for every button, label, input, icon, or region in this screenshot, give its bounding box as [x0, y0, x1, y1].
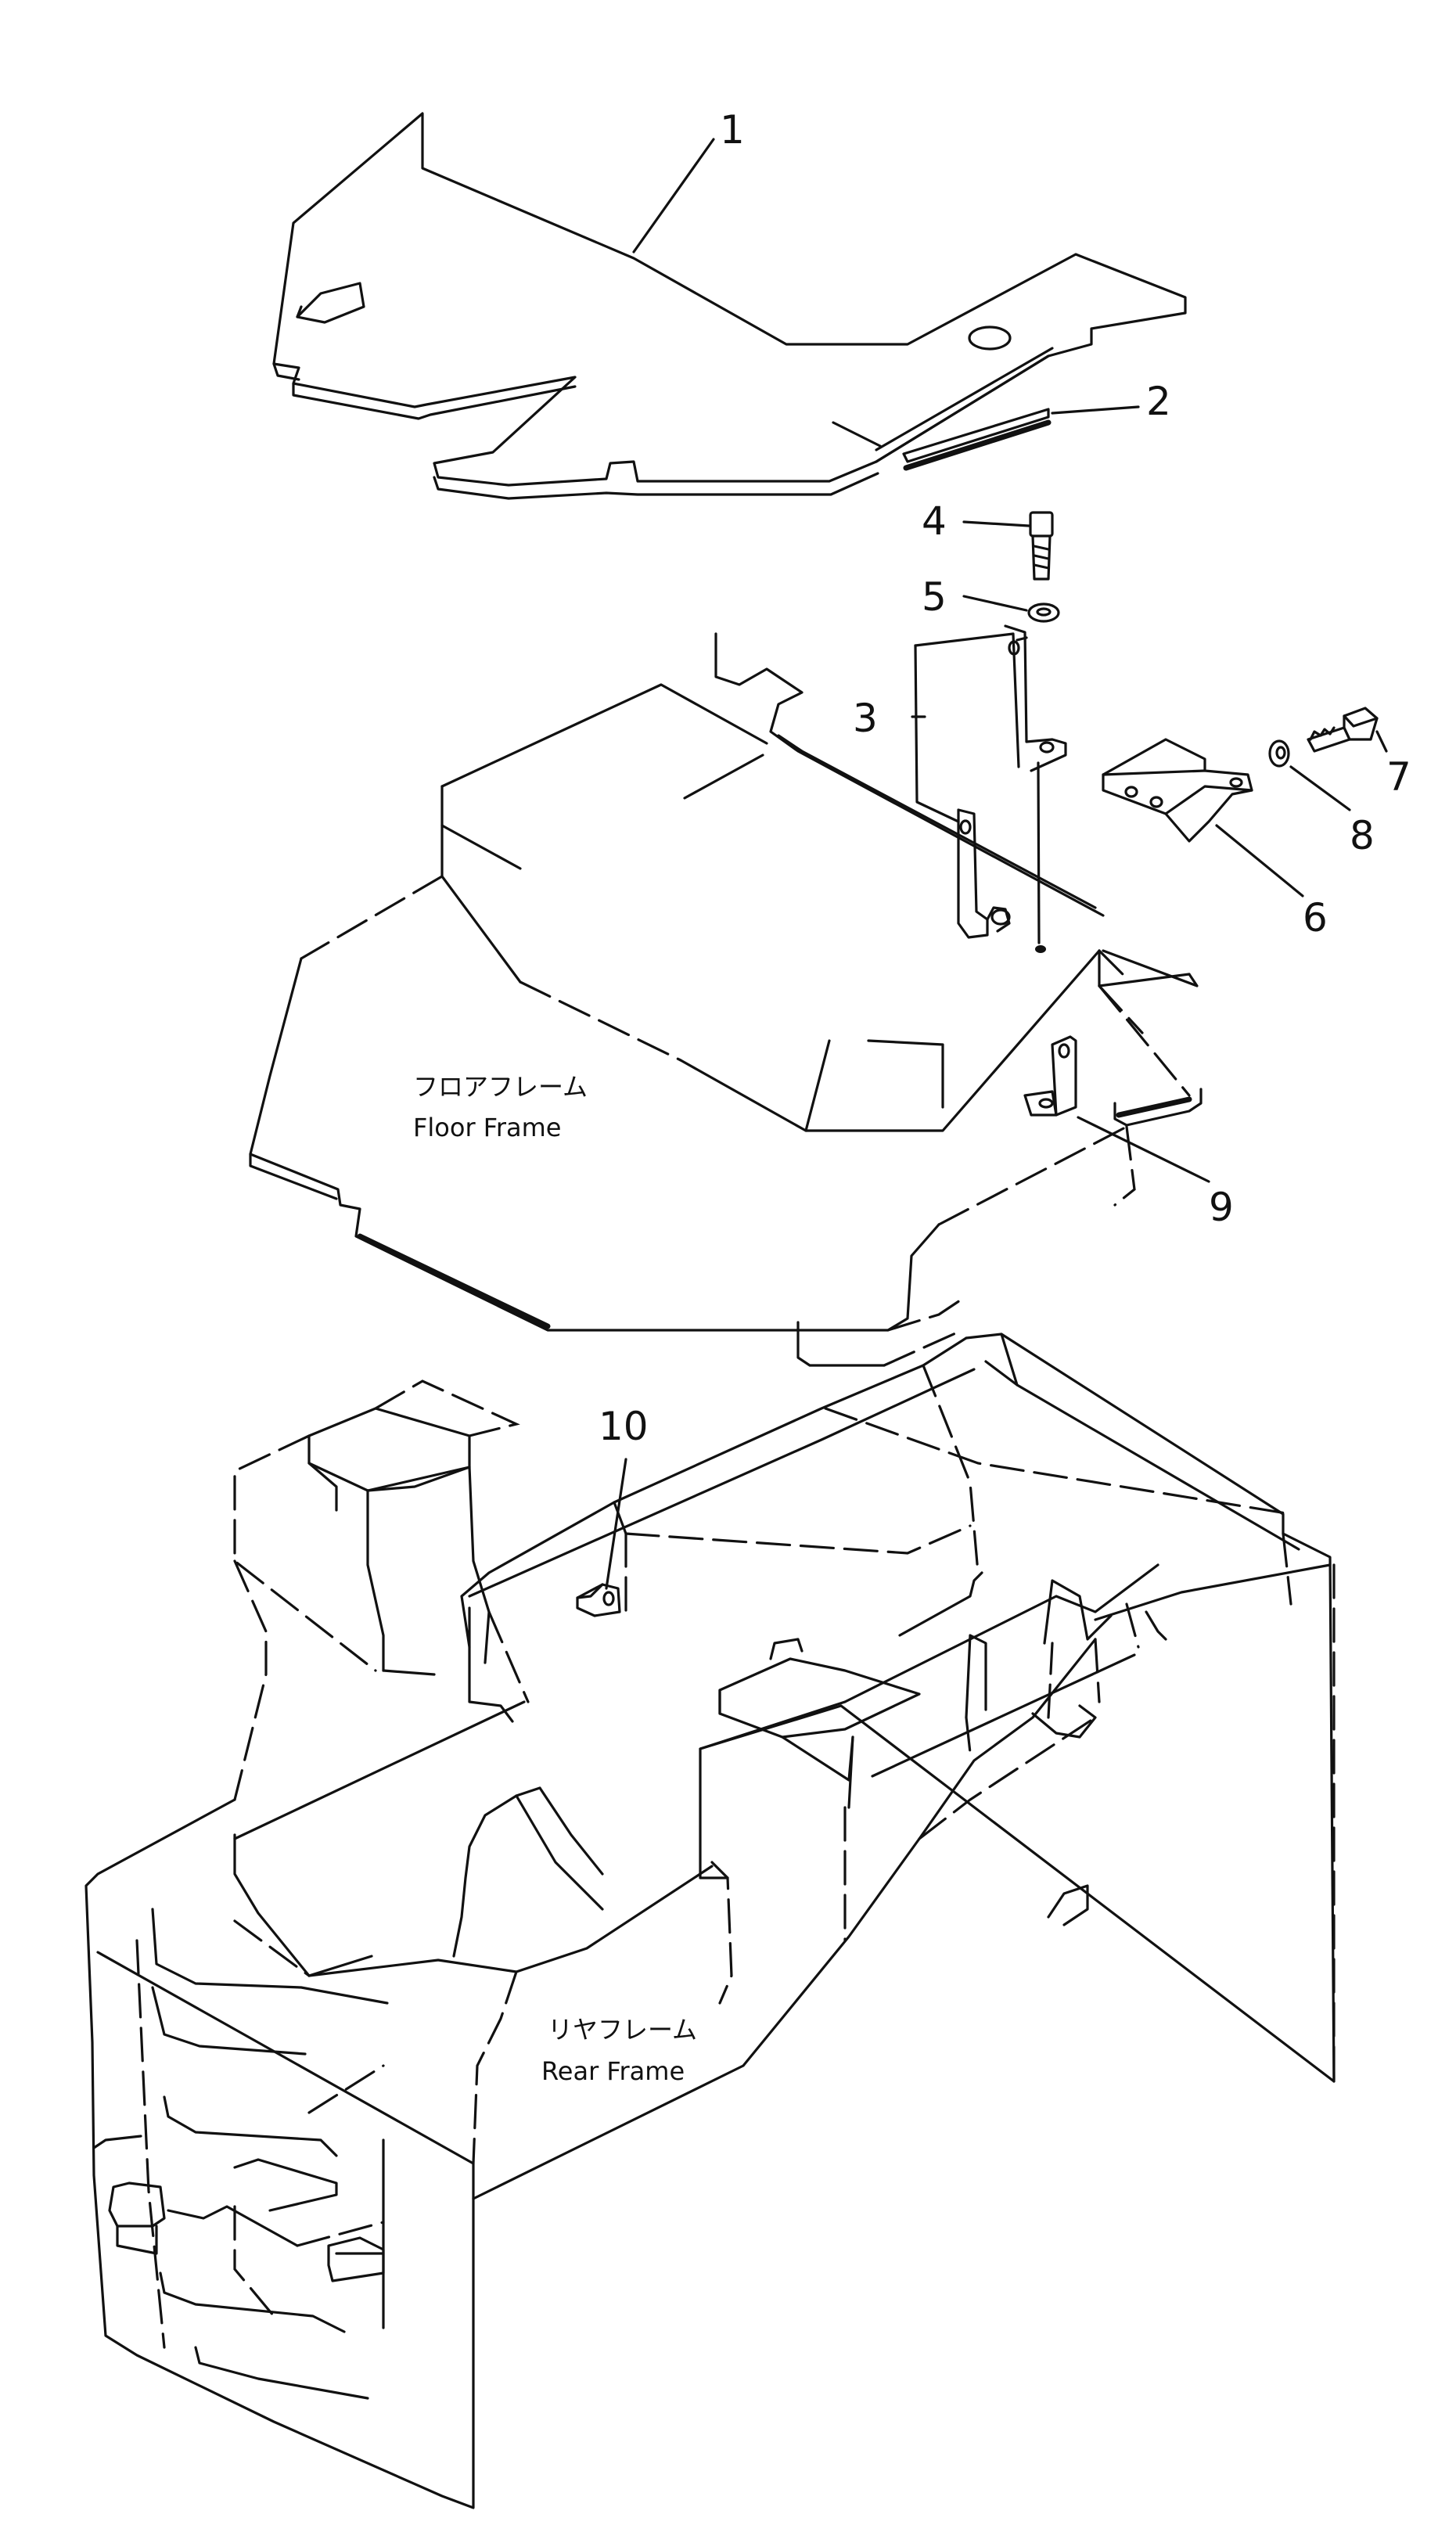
callout-5: 5: [922, 574, 947, 620]
callout-8: 8: [1350, 813, 1375, 858]
callout-10: 10: [599, 1404, 649, 1449]
part-10-clip: [576, 1583, 621, 1617]
rear-frame: [84, 1333, 1336, 2509]
callout-numbers: 1 2 3 4 5 6 7 8 9 10: [599, 107, 1411, 1449]
callout-7: 7: [1386, 754, 1411, 800]
callout-2: 2: [1146, 379, 1171, 424]
part-4-bolt: [1029, 511, 1054, 581]
callout-4: 4: [922, 498, 947, 544]
rear-frame-label-jp: リヤフレーム: [548, 2015, 697, 2045]
part-7-bolt: [1307, 707, 1379, 753]
callout-3: 3: [853, 696, 878, 741]
part-5-washer: [1027, 602, 1060, 623]
part-2-pad: [902, 408, 1052, 471]
part-1-floor-plate: [272, 112, 1187, 500]
part-6-bracket: [1102, 738, 1253, 843]
callout-9: 9: [1209, 1185, 1234, 1230]
callout-6: 6: [1303, 895, 1328, 941]
floor-frame-label-en: Floor Frame: [413, 1113, 561, 1142]
callout-1: 1: [720, 107, 745, 153]
part-9-stay: [1023, 1035, 1077, 1117]
rear-frame-label-en: Rear Frame: [541, 2056, 685, 2086]
leader-lines: [605, 138, 1388, 1590]
floor-frame: [249, 632, 1203, 1367]
part-8-washer: [1268, 739, 1290, 768]
floor-frame-label-jp: フロアフレーム: [413, 1072, 588, 1102]
part-3-stay: [914, 624, 1067, 944]
frame-labels: フロアフレーム Floor Frame リヤフレーム Rear Frame: [413, 1072, 697, 2086]
